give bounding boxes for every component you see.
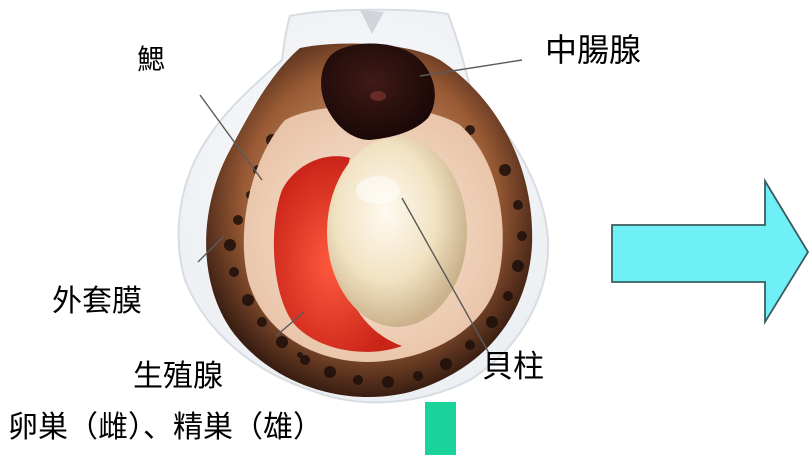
gonad-color-swatch: [425, 402, 456, 455]
label-gonad: 生殖腺: [133, 362, 223, 392]
label-midgut-gland: 中腸腺: [545, 34, 641, 66]
label-mantle: 外套膜: [52, 287, 142, 317]
label-ovary-testis: 卵巣（雌）、精巣（雄）: [8, 413, 323, 443]
label-gill: 鰓: [137, 46, 165, 74]
label-adductor: 貝柱: [482, 352, 544, 383]
